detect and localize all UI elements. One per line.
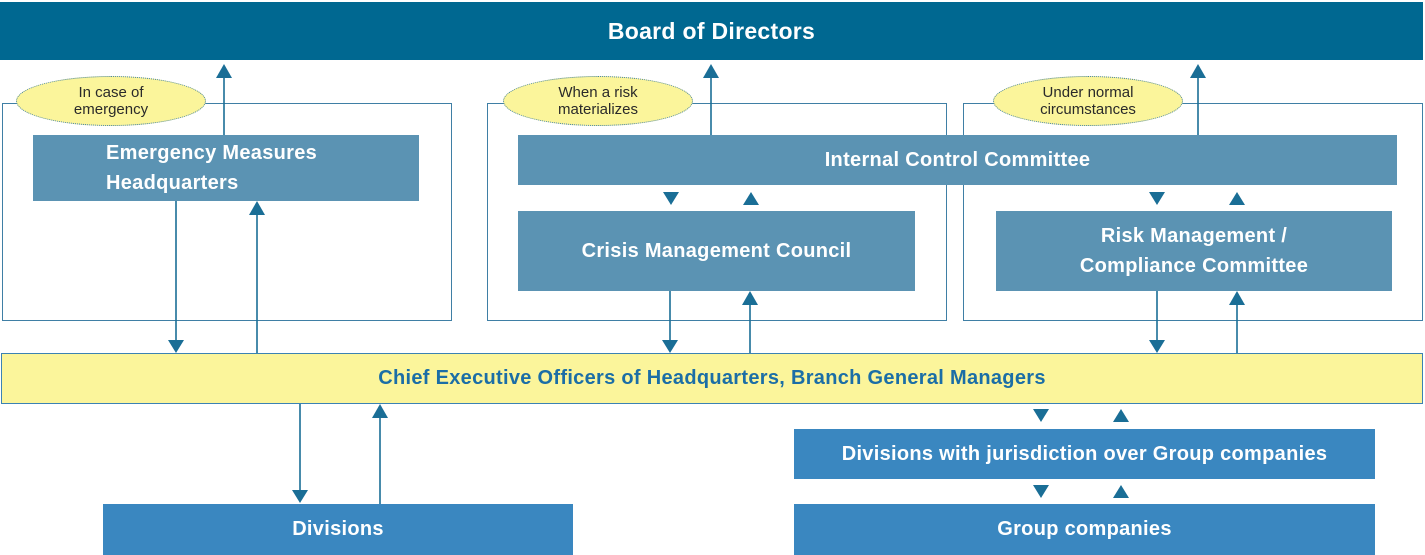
- risk-compliance-committee-box: Risk Management / Compliance Committee: [996, 211, 1392, 291]
- chief-executive-officers-bar: Chief Executive Officers of Headquarters…: [1, 353, 1423, 404]
- arrow-head-down-emergency: [168, 340, 184, 353]
- normal-circumstances-note-line-1: Under normal: [1042, 84, 1134, 101]
- risk-materializes-note: When a risk materializes: [503, 76, 693, 126]
- arrow-head-up-divisions: [372, 404, 388, 418]
- risk-committee-line-2: Compliance Committee: [1079, 255, 1309, 277]
- normal-circumstances-note-line-2: circumstances: [1040, 101, 1136, 118]
- emergency-hq-line-2: Headquarters: [106, 172, 239, 194]
- arrow-head-down-divisions: [292, 490, 308, 503]
- normal-circumstances-note: Under normal circumstances: [993, 76, 1183, 126]
- emergency-note: In case of emergency: [16, 76, 206, 126]
- arrow-head-down-internal-crisis: [663, 192, 679, 205]
- divisions-with-jurisdiction-box: Divisions with jurisdiction over Group c…: [794, 429, 1375, 479]
- risk-materializes-note-line-2: materializes: [557, 101, 639, 118]
- divisions-label: Divisions: [292, 518, 384, 540]
- emergency-measures-hq-box: Emergency Measures Headquarters: [33, 135, 419, 201]
- divisions-with-jurisdiction-label: Divisions with jurisdiction over Group c…: [841, 443, 1328, 465]
- group-companies-label: Group companies: [997, 518, 1172, 540]
- group-companies-box: Group companies: [794, 504, 1375, 555]
- arrow-head-down-internal-risk: [1149, 192, 1165, 205]
- emergency-group-frame: [2, 103, 452, 321]
- emergency-note-line-1: In case of: [78, 84, 144, 101]
- internal-control-committee-label: Internal Control Committee: [824, 149, 1091, 171]
- emergency-note-line-2: emergency: [73, 101, 149, 118]
- board-label: Board of Directors: [607, 17, 816, 44]
- risk-committee-line-1: Risk Management /: [1100, 225, 1288, 247]
- arrow-head-down-jurisdiction-group: [1033, 485, 1049, 498]
- arrow-head-up-ceo-risk: [1229, 291, 1245, 305]
- arrow-head-down-crisis-ceo: [662, 340, 678, 353]
- arrow-head-up-ceo-crisis: [742, 291, 758, 305]
- crisis-management-council-label: Crisis Management Council: [581, 240, 852, 262]
- arrow-head-down-risk-ceo: [1149, 340, 1165, 353]
- arrow-head-up-jurisdiction-ceo: [1113, 409, 1129, 422]
- divisions-box: Divisions: [103, 504, 573, 555]
- internal-control-committee-box: Internal Control Committee: [518, 135, 1397, 185]
- arrow-head-up-emergency: [249, 201, 265, 215]
- board-of-directors-box: Board of Directors: [0, 2, 1423, 60]
- arrow-head-down-ceo-jurisdiction: [1033, 409, 1049, 422]
- arrow-head-up-internal-board-1: [703, 64, 719, 78]
- arrow-head-up-group-jurisdiction: [1113, 485, 1129, 498]
- arrow-head-up-risk-internal: [1229, 192, 1245, 205]
- arrow-head-up-internal-board-2: [1190, 64, 1206, 78]
- arrow-head-up-emergency-board: [216, 64, 232, 78]
- arrow-head-up-crisis-internal: [743, 192, 759, 205]
- risk-materializes-group-frame: [487, 103, 947, 321]
- ceo-label: Chief Executive Officers of Headquarters…: [378, 367, 1046, 389]
- emergency-hq-line-1: Emergency Measures: [106, 142, 318, 164]
- crisis-management-council-box: Crisis Management Council: [518, 211, 915, 291]
- normal-circumstances-group-frame: [963, 103, 1423, 321]
- risk-materializes-note-line-1: When a risk: [558, 84, 638, 101]
